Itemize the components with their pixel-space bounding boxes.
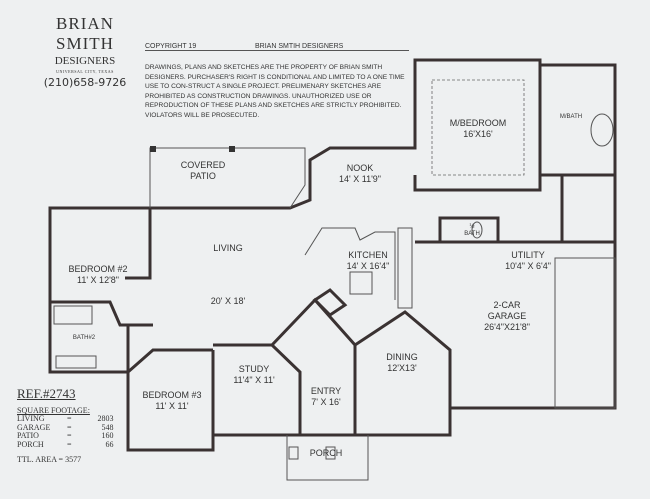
sqft-row: PORCH = 66 xyxy=(17,439,116,450)
room-size: 14' X 11'9" xyxy=(339,174,381,184)
room-name: PATIO xyxy=(190,171,216,181)
room-name: LIVING xyxy=(213,243,243,253)
copyright-right: BRIAN SMTIH DESIGNERS xyxy=(255,43,344,50)
total-area: TTL. AREA = 3577 xyxy=(17,455,82,464)
room-name: STUDY xyxy=(238,364,270,374)
room-name: NOOK xyxy=(346,163,374,173)
interior-wall xyxy=(126,325,213,376)
room-size: 20' X 18' xyxy=(210,296,246,306)
reference-block: REF.#2743 SQUARE FOOTAGE: LIVING = 2803 GA… xyxy=(17,386,116,464)
sink xyxy=(471,221,483,239)
room-size: 11' X 12'8" xyxy=(76,275,119,285)
room-living: LIVING 20' X 18' xyxy=(211,243,245,307)
room-name: GARAGE xyxy=(487,311,527,321)
room-bath-2: BATH#2 xyxy=(72,335,96,341)
sqft-row: PATIO = 160 xyxy=(17,431,116,441)
interior-wall xyxy=(438,216,500,242)
copyright-line: COPYRIGHT 19 BRIAN SMTIH DESIGNERS xyxy=(145,43,409,51)
interior-wall xyxy=(270,297,357,435)
interior-wall xyxy=(413,65,542,192)
patio-post xyxy=(229,146,235,152)
room-size: 11' X 11' xyxy=(155,401,189,411)
master-tray-ceiling xyxy=(431,79,525,176)
room-name: DINING xyxy=(386,352,418,362)
room-name: BEDROOM #2 xyxy=(68,264,128,274)
interior-wall xyxy=(50,300,153,327)
designer-logo: BRIAN SMITH DESIGNERS UNIVERSAL CITY, TE… xyxy=(26,14,144,89)
eq: = xyxy=(67,414,72,423)
sqft-title: SQUARE FOOTAGE: xyxy=(17,406,90,415)
room-name: M/BEDROOM xyxy=(449,118,507,128)
sqft-row: LIVING = 2803 xyxy=(17,414,116,424)
sqft-key: PATIO xyxy=(17,431,39,440)
room-size: 10'4" X 6'4" xyxy=(505,261,551,271)
room-size: 11'4" X 11' xyxy=(233,375,275,385)
bathtub xyxy=(53,305,93,325)
vanity xyxy=(55,355,97,369)
sqft-row: GARAGE = 548 xyxy=(17,422,116,433)
kitchen-column xyxy=(312,288,348,317)
exterior-wall xyxy=(150,58,617,242)
brand-city: UNIVERSAL CITY, TEXAS xyxy=(56,69,114,74)
sqft-key: GARAGE xyxy=(17,422,51,432)
interior-wall xyxy=(354,310,452,408)
room-size: 26'4"X21'8" xyxy=(484,322,530,332)
room-size: 14' X 16'4" xyxy=(346,261,390,271)
porch-outline xyxy=(286,435,369,481)
kitchen-cabinets xyxy=(397,227,413,309)
room-name: COVERED xyxy=(180,160,226,170)
patio-post xyxy=(150,146,156,152)
room-name: 2-CAR xyxy=(493,300,521,310)
kitchen-island xyxy=(349,271,373,295)
room-size: 7' X 16' xyxy=(311,397,341,407)
brand-sub: DESIGNERS xyxy=(54,55,116,67)
sqft-val: 2803 xyxy=(97,414,114,423)
interior-wall xyxy=(213,343,302,435)
room-name: BEDROOM #3 xyxy=(142,390,202,400)
garage-door-bay xyxy=(554,257,616,409)
room-name: UTILITY xyxy=(511,250,545,260)
sqft-table: LIVING = 2803 GARAGE = 548 PATIO = 160 PORCH = 6… xyxy=(17,414,116,450)
eq: = xyxy=(67,431,72,440)
kitchen-counter xyxy=(304,227,396,300)
bathtub xyxy=(590,113,614,147)
room-porch: PORCH xyxy=(309,448,343,458)
copyright-notice: DRAWINGS, PLANS AND SKETCHES ARE THE PRO… xyxy=(145,64,405,119)
interior-wall xyxy=(125,208,152,280)
sqft-val: 160 xyxy=(101,431,114,440)
copyright-left: COPYRIGHT 19 xyxy=(145,43,197,50)
room-master-bath: M/BATH xyxy=(559,114,583,120)
eq: = xyxy=(67,422,72,432)
sqft-val: 66 xyxy=(105,439,114,449)
ref-title: REF.#2743 xyxy=(17,386,76,401)
room-name: ENTRY xyxy=(310,386,342,396)
porch-column xyxy=(325,446,336,460)
exterior-wall xyxy=(48,206,617,452)
brand-phone: (210)658-9726 xyxy=(43,76,127,89)
room-size: 16'X16' xyxy=(463,129,493,139)
sqft-val: 548 xyxy=(101,422,114,432)
room-size: 12'X13' xyxy=(387,363,417,373)
room-name: BATH xyxy=(464,231,480,237)
patio-outline xyxy=(149,147,306,209)
eq: = xyxy=(67,439,72,449)
brand-name: BRIAN SMITH xyxy=(56,14,114,53)
sqft-key: LIVING xyxy=(17,414,45,423)
porch-column xyxy=(288,446,299,460)
room-name: ½ xyxy=(469,224,475,230)
room-name: KITCHEN xyxy=(348,250,388,260)
sqft-key: PORCH xyxy=(17,439,44,449)
